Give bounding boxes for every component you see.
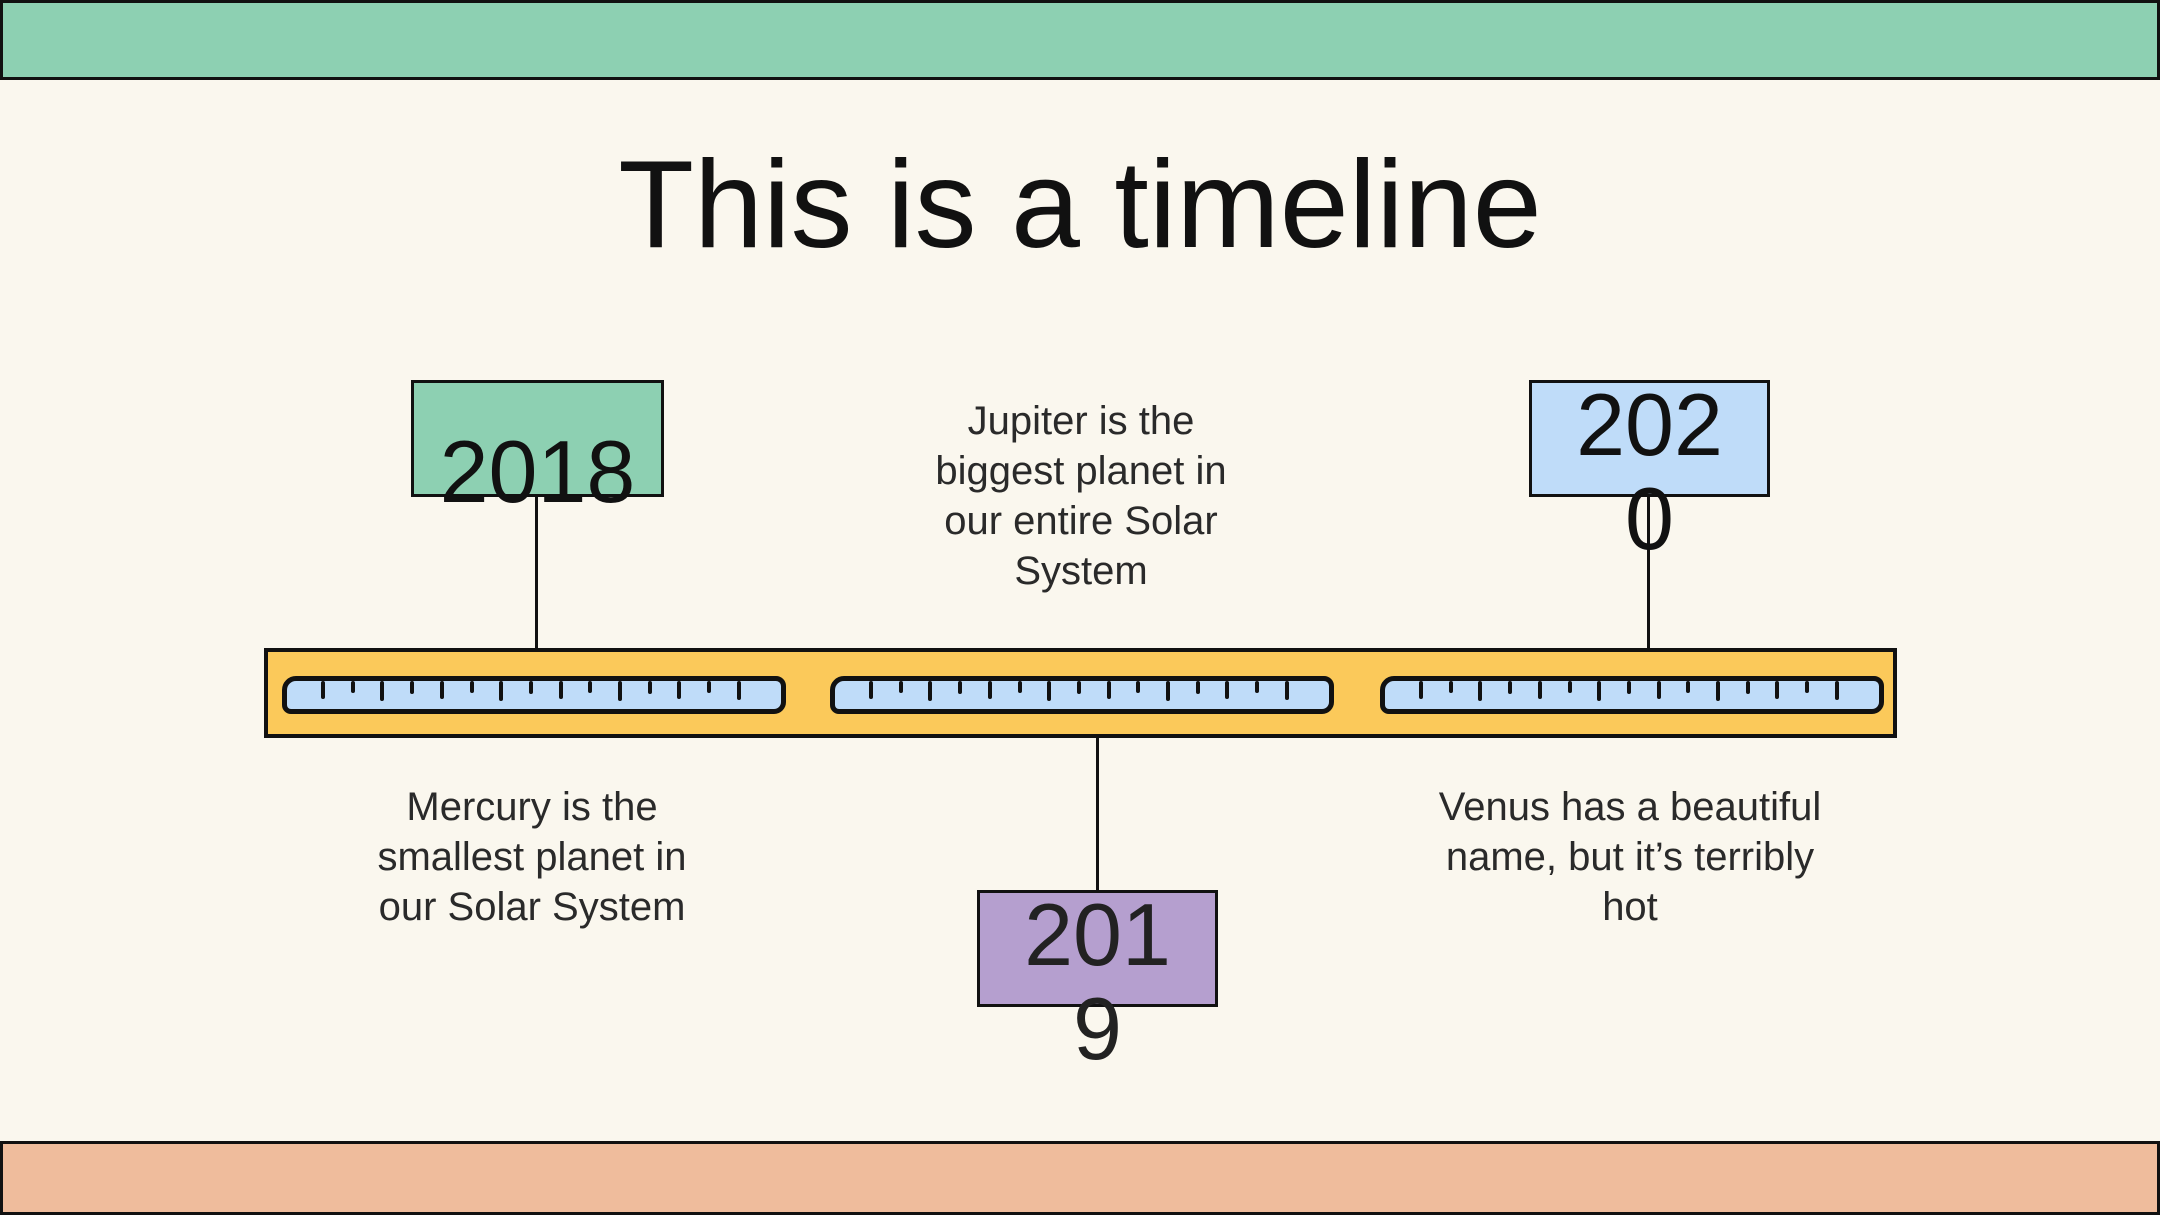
year-box-2020: 2020 [1529, 378, 1770, 566]
year-box-2019: 2019 [977, 888, 1218, 1076]
caption-2018: Mercury is the smallest planet in our So… [377, 785, 687, 929]
year-label: 2018 [439, 422, 636, 521]
top-band [0, 0, 2160, 80]
slide-title: This is a timeline [618, 136, 1542, 274]
stem-2018 [535, 496, 538, 648]
year-label: 2020 [1576, 375, 1723, 568]
caption-2019: Jupiter is the biggest planet in our ent… [935, 399, 1227, 593]
timeline-bar [264, 648, 1897, 738]
stem-2019 [1096, 738, 1099, 891]
bottom-band [0, 1141, 2160, 1215]
caption-2020: Venus has a beautiful name, but it’s ter… [1438, 785, 1822, 929]
year-box-2018: 2018 [411, 380, 664, 519]
timeline-segment [282, 676, 786, 714]
timeline-segment [830, 676, 1334, 714]
year-label: 2019 [1024, 885, 1171, 1078]
timeline-segment [1380, 676, 1884, 714]
stem-2020 [1647, 496, 1650, 648]
